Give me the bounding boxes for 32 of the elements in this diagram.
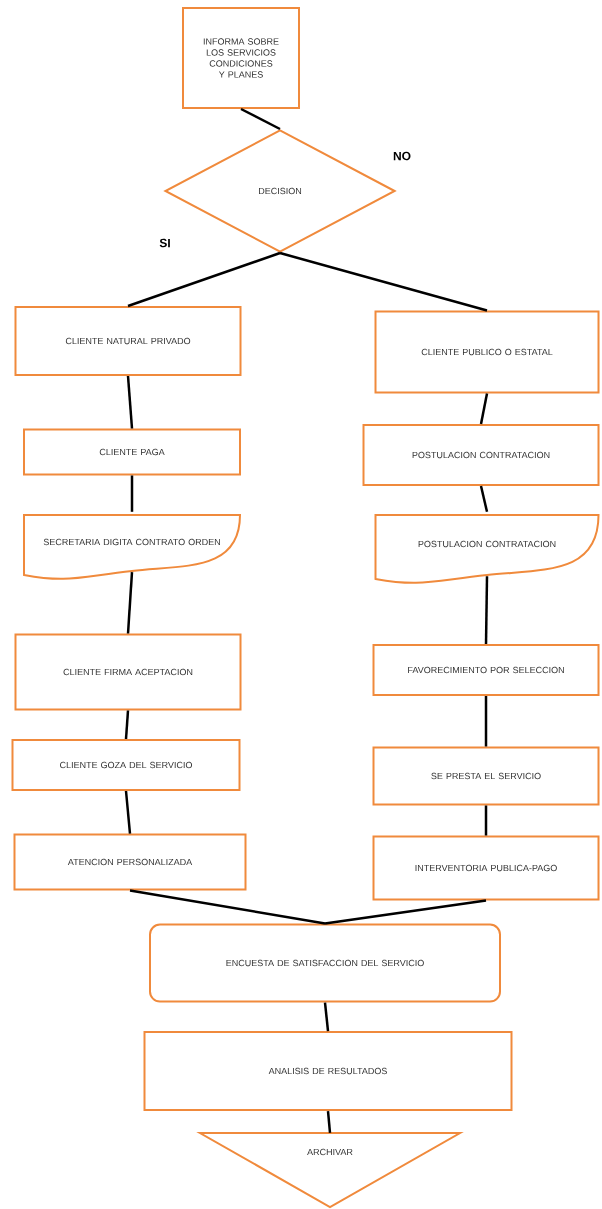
connector-line <box>127 251 281 308</box>
connector-line <box>279 251 488 312</box>
rounded-box: ENCUESTA DE SATISFACCION DEL SERVICIO <box>149 923 501 1003</box>
connector-line <box>126 572 134 634</box>
connector-line <box>326 1110 332 1133</box>
process-box: SE PRESTA EL SERVICIO <box>372 746 600 806</box>
process-box: CLIENTE NATURAL PRIVADO <box>14 306 242 376</box>
process-box: CLIENTE GOZA DEL SERVICIO <box>11 739 241 791</box>
process-box: ANALISIS DE RESULTADOS <box>143 1031 513 1111</box>
process-box: CLIENTE FIRMA ACEPTACION <box>14 633 242 711</box>
connector-line <box>124 710 130 740</box>
connector-line <box>323 1002 330 1032</box>
connector-line <box>484 576 489 645</box>
connector-line <box>484 696 488 747</box>
connector-line <box>124 790 132 834</box>
process-box: CLIENTE PAGA <box>23 428 241 476</box>
connector-line <box>240 107 281 131</box>
process-box: CLIENTE PUBLICO O ESTATAL <box>374 310 600 394</box>
process-box: ATENCION PERSONALIZADA <box>13 833 247 891</box>
connector-line <box>126 375 134 429</box>
process-box: FAVORECIMIENTO POR SELECCION <box>372 644 600 696</box>
connector-line <box>479 393 489 425</box>
connector-line <box>479 485 489 513</box>
connector-line <box>324 899 487 925</box>
process-box: POSTULACION CONTRATACION <box>362 424 600 486</box>
connector-line <box>129 889 326 925</box>
connector-line <box>130 475 134 512</box>
process-box: INTERVENTORIA PUBLICA-PAGO <box>372 835 600 901</box>
connector-line <box>484 805 488 836</box>
process-box: INFORMA SOBRE LOS SERVICIOS CONDICIONES Y PLANES <box>182 7 300 109</box>
document-box: SECRETARIA DIGITA CONTRATO ORDEN <box>23 514 241 580</box>
document-box: POSTULACION CONTRATACION <box>374 514 600 584</box>
